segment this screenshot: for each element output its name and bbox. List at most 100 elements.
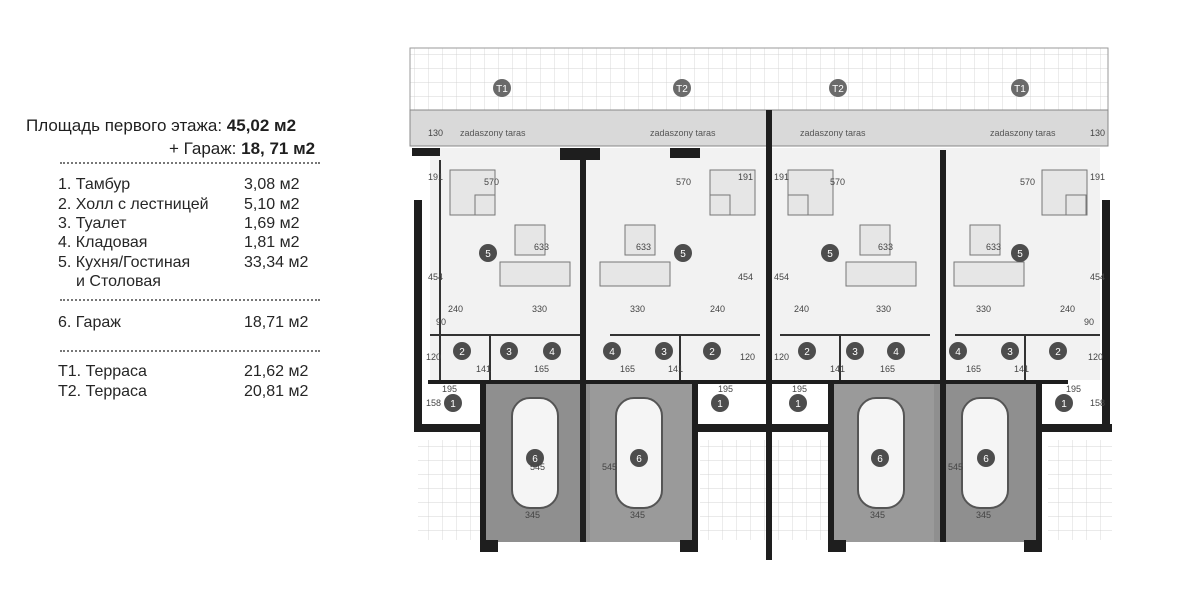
partitions (430, 160, 1100, 380)
svg-text:633: 633 (986, 242, 1001, 252)
svg-text:345: 345 (870, 510, 885, 520)
svg-text:2: 2 (804, 347, 810, 358)
floor-area-title: Площадь первого этажа: 45,02 м2 (26, 116, 297, 135)
svg-text:165: 165 (880, 364, 895, 374)
svg-text:5: 5 (485, 249, 491, 260)
svg-text:5: 5 (827, 249, 833, 260)
covered-terrace-label: zadaszony taras (800, 128, 866, 138)
svg-text:141: 141 (830, 364, 845, 374)
svg-text:195: 195 (442, 384, 457, 394)
svg-text:633: 633 (878, 242, 893, 252)
svg-text:3: 3 (506, 347, 512, 358)
svg-text:345: 345 (976, 510, 991, 520)
svg-text:240: 240 (710, 304, 725, 314)
svg-text:130: 130 (1090, 128, 1105, 138)
covered-terrace-band (409, 109, 1109, 147)
svg-text:1: 1 (450, 399, 456, 410)
entrance-grid (700, 440, 828, 540)
svg-text:545: 545 (530, 462, 545, 472)
svg-text:345: 345 (525, 510, 540, 520)
svg-text:3: 3 (852, 347, 858, 358)
svg-text:330: 330 (976, 304, 991, 314)
terrace-tag-t1: T1 (496, 84, 508, 95)
svg-text:4: 4 (609, 347, 615, 358)
svg-text:6: 6 (983, 454, 989, 465)
svg-text:191: 191 (1090, 172, 1105, 182)
svg-text:4: 4 (955, 347, 961, 358)
floor-plan: T1 T2 T2 T1 zadaszony taras zadaszony ta… (400, 40, 1130, 570)
furniture (449, 169, 1088, 287)
terrace-grid (409, 47, 1109, 111)
dimension-labels: 130 130 191 191 191 191 570 570 570 570 … (426, 128, 1105, 520)
svg-text:6: 6 (877, 454, 883, 465)
svg-text:570: 570 (830, 177, 845, 187)
svg-text:2: 2 (1055, 347, 1061, 358)
svg-text:454: 454 (428, 272, 443, 282)
divider (60, 299, 320, 301)
svg-text:240: 240 (1060, 304, 1075, 314)
svg-text:1: 1 (717, 399, 723, 410)
svg-text:90: 90 (436, 317, 446, 327)
svg-text:120: 120 (426, 352, 441, 362)
svg-text:141: 141 (1014, 364, 1029, 374)
svg-text:345: 345 (630, 510, 645, 520)
svg-text:4: 4 (893, 347, 899, 358)
svg-text:330: 330 (630, 304, 645, 314)
svg-text:1: 1 (1061, 399, 1067, 410)
svg-text:545: 545 (602, 462, 617, 472)
svg-text:165: 165 (620, 364, 635, 374)
svg-text:120: 120 (1088, 352, 1103, 362)
svg-text:4: 4 (549, 347, 555, 358)
terrace-tag-t2: T2 (832, 84, 844, 95)
svg-text:330: 330 (532, 304, 547, 314)
svg-text:6: 6 (532, 454, 538, 465)
svg-text:2: 2 (459, 347, 465, 358)
svg-text:454: 454 (1090, 272, 1105, 282)
area-legend: Площадь первого этажа: 45,02 м2 + Гараж:… (0, 0, 380, 600)
svg-text:5: 5 (680, 249, 686, 260)
covered-terrace-labels: zadaszony taras zadaszony taras zadaszon… (460, 128, 1056, 138)
svg-text:90: 90 (1084, 317, 1094, 327)
svg-text:240: 240 (448, 304, 463, 314)
room-markers (444, 244, 1073, 467)
terrace-tag-t1: T1 (1014, 84, 1026, 95)
svg-text:195: 195 (1066, 384, 1081, 394)
svg-text:120: 120 (740, 352, 755, 362)
room-row-continued: и Столовая (76, 273, 161, 290)
svg-text:191: 191 (774, 172, 789, 182)
svg-text:130: 130 (428, 128, 443, 138)
divider (60, 162, 320, 164)
svg-text:5: 5 (1017, 249, 1023, 260)
svg-text:158: 158 (1090, 398, 1105, 408)
svg-text:195: 195 (718, 384, 733, 394)
svg-text:6: 6 (636, 454, 642, 465)
svg-text:454: 454 (774, 272, 789, 282)
svg-text:545: 545 (948, 462, 963, 472)
svg-text:120: 120 (774, 352, 789, 362)
svg-text:165: 165 (966, 364, 981, 374)
svg-text:158: 158 (426, 398, 441, 408)
svg-text:570: 570 (1020, 177, 1035, 187)
svg-text:570: 570 (484, 177, 499, 187)
svg-text:3: 3 (1007, 347, 1013, 358)
svg-text:330: 330 (876, 304, 891, 314)
entrance-grid (418, 440, 482, 540)
covered-terrace-label: zadaszony taras (650, 128, 716, 138)
svg-text:2: 2 (709, 347, 715, 358)
entrance-grid (1048, 440, 1112, 540)
walls (412, 110, 1112, 570)
svg-text:240: 240 (794, 304, 809, 314)
svg-text:191: 191 (428, 172, 443, 182)
covered-terrace-label: zadaszony taras (460, 128, 526, 138)
svg-text:141: 141 (668, 364, 683, 374)
svg-text:191: 191 (738, 172, 753, 182)
